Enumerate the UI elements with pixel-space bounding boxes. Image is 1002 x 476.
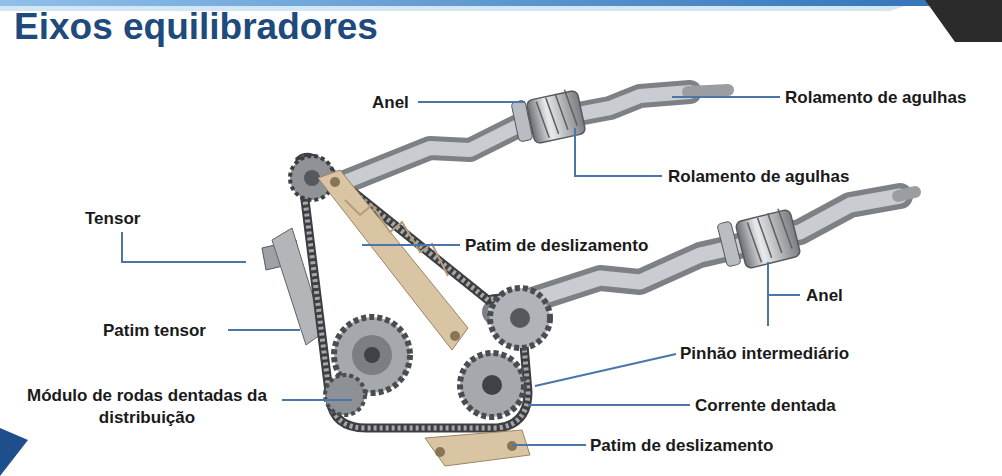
illustration-part xyxy=(364,347,380,363)
illustration-part xyxy=(767,295,769,326)
part-label: Patim de deslizamento xyxy=(465,235,648,257)
illustration-part xyxy=(535,354,676,386)
illustration-part xyxy=(510,308,530,328)
illustration-part xyxy=(300,157,528,428)
shafts xyxy=(345,90,915,312)
illustration-part xyxy=(482,375,502,395)
illustration-part xyxy=(345,92,690,182)
illustration-part xyxy=(512,444,586,446)
part-label: Patim de deslizamento xyxy=(590,435,773,457)
part-label: Pinhão intermediário xyxy=(680,343,849,365)
illustration-part xyxy=(898,192,915,196)
illustration-part xyxy=(0,0,1002,6)
illustration-part xyxy=(0,428,28,476)
part-label: Rolamento de agulhas xyxy=(785,87,966,109)
illustration-part xyxy=(460,353,524,417)
part-label: Patim tensor xyxy=(103,320,206,342)
illustration-part xyxy=(535,89,578,139)
illustration-part xyxy=(688,90,728,92)
part-label: Rolamento de agulhas xyxy=(668,166,849,188)
illustration-part xyxy=(425,430,530,466)
illustration-part xyxy=(735,209,801,269)
part-label: Anel xyxy=(806,285,843,307)
illustration-part xyxy=(282,399,352,401)
illustration-part xyxy=(362,244,460,246)
illustration-part xyxy=(435,447,445,457)
illustration-part xyxy=(511,100,533,142)
chain-drive xyxy=(262,156,550,466)
illustration-part xyxy=(300,157,528,428)
illustration-part xyxy=(717,221,741,267)
illustration-part xyxy=(672,96,780,98)
part-label: Tensor xyxy=(85,208,140,230)
part-label: Anel xyxy=(372,92,409,114)
illustration-part xyxy=(925,0,1002,42)
illustration-part xyxy=(528,404,690,406)
part-label: Corrente dentada xyxy=(695,395,836,417)
illustration-part xyxy=(768,262,800,295)
illustration-part xyxy=(450,331,460,341)
illustration-part xyxy=(325,375,365,415)
illustration-part xyxy=(490,288,550,348)
slide-title: Eixos equilibradores xyxy=(14,6,378,48)
illustration-part xyxy=(228,329,300,331)
illustration-part xyxy=(345,92,690,182)
illustration-part xyxy=(122,232,246,262)
illustration-part xyxy=(746,208,794,264)
illustration-part xyxy=(418,101,525,103)
illustration-part xyxy=(345,200,448,276)
illustration-part xyxy=(330,177,340,187)
part-label: Módulo de rodas dentadas da distribuição xyxy=(14,385,280,429)
illustration-part xyxy=(352,335,392,375)
illustration-part xyxy=(575,128,662,176)
